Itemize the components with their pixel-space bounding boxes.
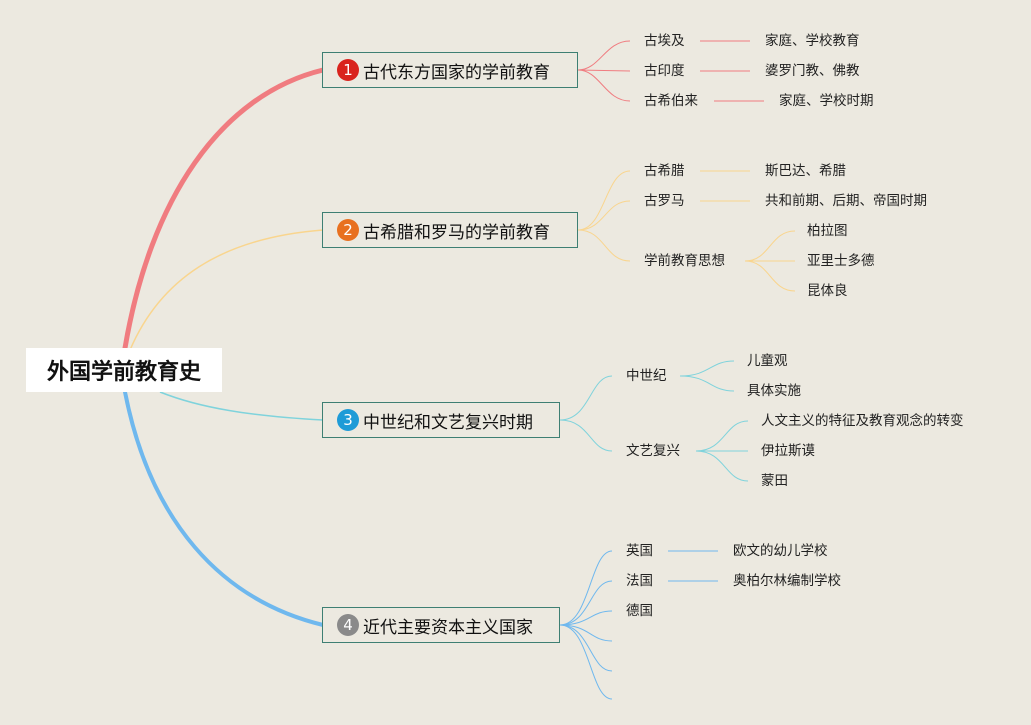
branch-3-number-badge: 3 bbox=[337, 409, 359, 431]
branch-4-topic[interactable]: 4 近代主要资本主义国家 bbox=[322, 607, 560, 643]
branch-2-item-1-detail[interactable]: 斯巴达、希腊 bbox=[765, 163, 846, 179]
branch-1-number-badge: 1 bbox=[337, 59, 359, 81]
branch-3-item-2-label[interactable]: 文艺复兴 bbox=[626, 443, 680, 459]
connector-root-branch-3 bbox=[159, 391, 324, 421]
branch-3-item-1-label[interactable]: 中世纪 bbox=[626, 368, 667, 384]
branch-4-item-3-label[interactable]: 德国 bbox=[626, 603, 653, 619]
branch-4-connectors bbox=[559, 550, 718, 700]
branch-3-item-2-child-2[interactable]: 伊拉斯谟 bbox=[761, 443, 815, 459]
branch-3-connectors bbox=[559, 360, 749, 482]
branch-1-topic[interactable]: 1 古代东方国家的学前教育 bbox=[322, 52, 578, 88]
branch-1-item-1-detail[interactable]: 家庭、学校教育 bbox=[765, 33, 860, 49]
connector-root-branch-4 bbox=[123, 390, 325, 627]
branch-4-title: 近代主要资本主义国家 bbox=[363, 617, 533, 638]
branch-1-item-2-label[interactable]: 古印度 bbox=[644, 63, 685, 79]
branch-2-item-3-child-3[interactable]: 昆体良 bbox=[807, 283, 848, 299]
branch-1-title: 古代东方国家的学前教育 bbox=[363, 62, 550, 83]
branch-2-number-badge: 2 bbox=[337, 219, 359, 241]
branch-2-item-2-detail[interactable]: 共和前期、后期、帝国时期 bbox=[765, 193, 927, 209]
branch-3-item-1-child-2[interactable]: 具体实施 bbox=[747, 383, 801, 399]
branch-4-item-2-detail[interactable]: 奥柏尔林编制学校 bbox=[733, 573, 841, 589]
branch-1-item-2-detail[interactable]: 婆罗门教、佛教 bbox=[765, 63, 860, 79]
branch-2-topic[interactable]: 2 古希腊和罗马的学前教育 bbox=[322, 212, 578, 248]
branch-1-connectors bbox=[577, 40, 764, 102]
branch-2-item-1-label[interactable]: 古希腊 bbox=[644, 163, 685, 179]
connector-root-branch-2 bbox=[129, 229, 324, 351]
branch-4-item-1-label[interactable]: 英国 bbox=[626, 543, 653, 559]
branch-1-item-3-detail[interactable]: 家庭、学校时期 bbox=[779, 93, 874, 109]
branch-3-item-2-child-3[interactable]: 蒙田 bbox=[761, 473, 788, 489]
branch-3-item-2-child-1[interactable]: 人文主义的特征及教育观念的转变 bbox=[761, 413, 964, 429]
root-topic[interactable]: 外国学前教育史 bbox=[26, 348, 222, 392]
branch-3-topic[interactable]: 3 中世纪和文艺复兴时期 bbox=[322, 402, 560, 438]
branch-2-item-3-child-2[interactable]: 亚里士多德 bbox=[807, 253, 875, 269]
branch-1-item-3-label[interactable]: 古希伯来 bbox=[644, 93, 698, 109]
branch-2-connectors bbox=[577, 170, 796, 292]
branch-2-item-3-label[interactable]: 学前教育思想 bbox=[644, 253, 725, 269]
branch-2-item-3-child-1[interactable]: 柏拉图 bbox=[807, 223, 848, 239]
branch-2-title: 古希腊和罗马的学前教育 bbox=[363, 222, 550, 243]
branch-3-item-1-child-1[interactable]: 儿童观 bbox=[747, 353, 788, 369]
branch-4-item-2-label[interactable]: 法国 bbox=[626, 573, 653, 589]
branch-4-number-badge: 4 bbox=[337, 614, 359, 636]
connector-root-branch-1 bbox=[122, 67, 326, 351]
branch-4-item-1-detail[interactable]: 欧文的幼儿学校 bbox=[733, 543, 828, 559]
branch-2-item-2-label[interactable]: 古罗马 bbox=[644, 193, 685, 209]
branch-3-title: 中世纪和文艺复兴时期 bbox=[363, 412, 533, 433]
branch-1-item-1-label[interactable]: 古埃及 bbox=[644, 33, 685, 49]
